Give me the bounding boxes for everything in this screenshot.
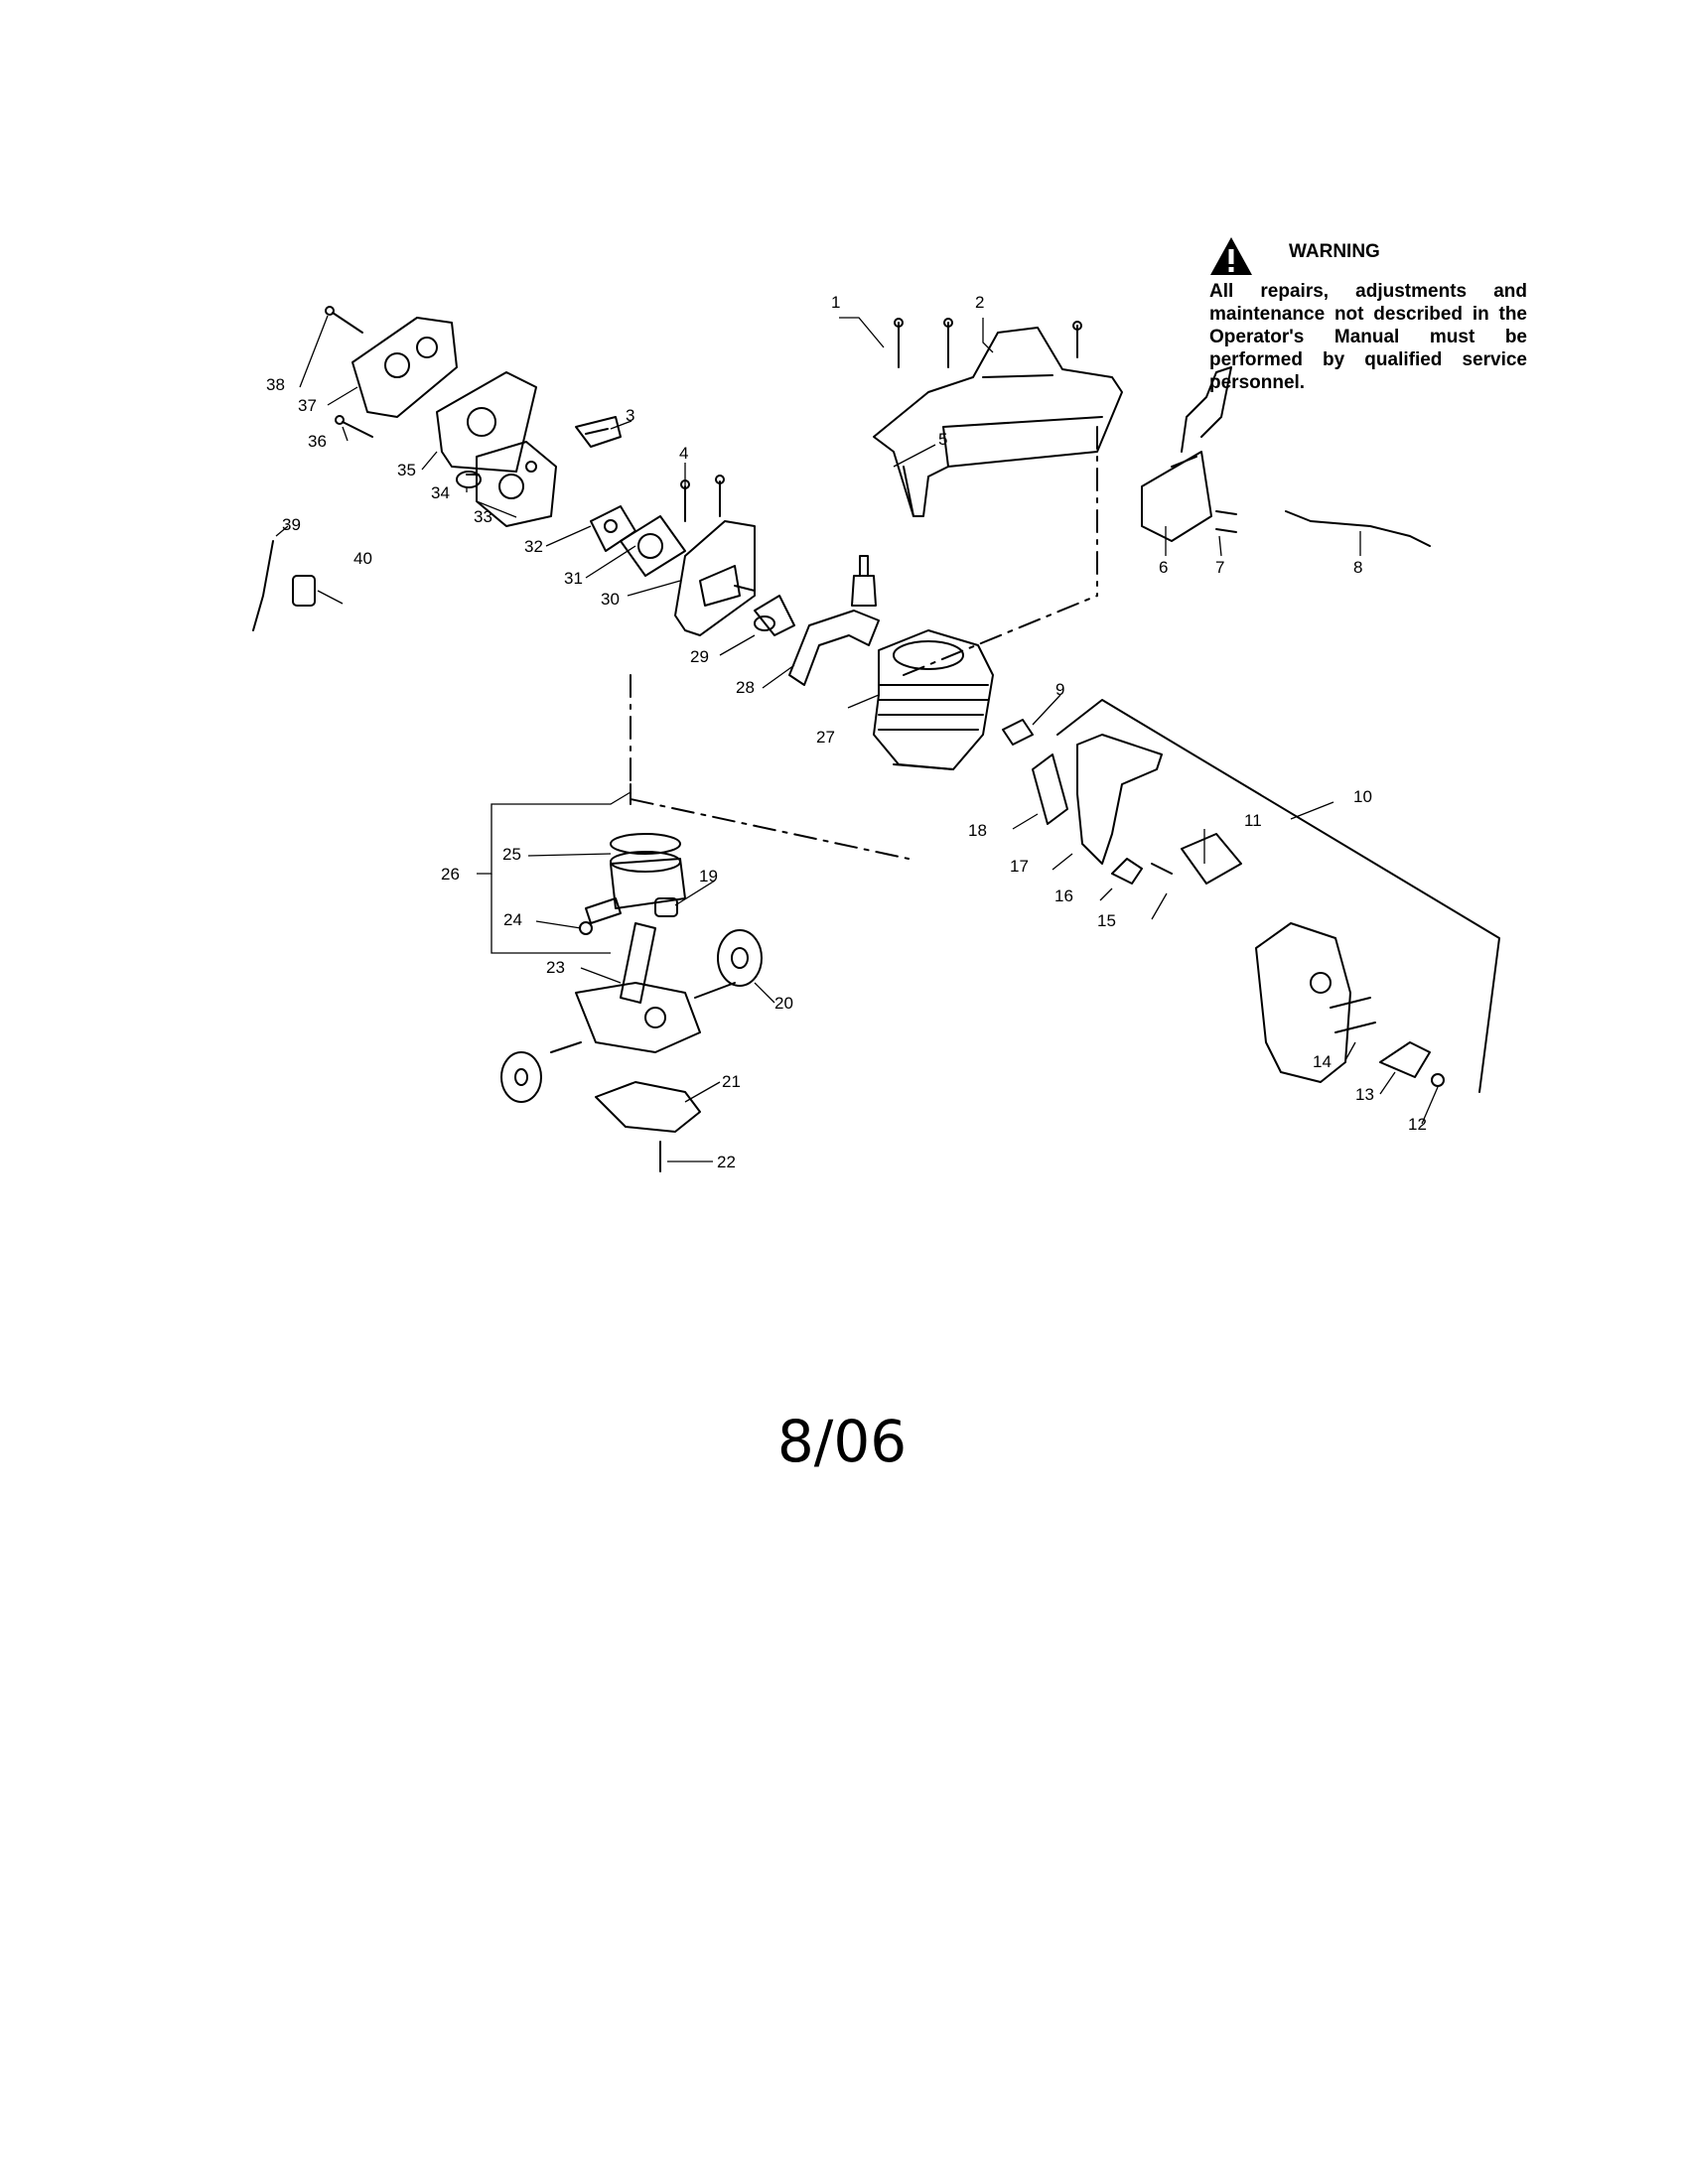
part-label-33: 33 — [474, 507, 492, 526]
spark-arrestor — [1181, 833, 1242, 885]
part-label-22: 22 — [717, 1153, 736, 1171]
muffler-nut — [1431, 1073, 1445, 1087]
part-label-17: 17 — [1010, 857, 1029, 876]
cover-screws — [894, 318, 1082, 368]
warning-header: WARNING — [1209, 236, 1527, 280]
part-label-28: 28 — [736, 678, 755, 697]
part-label-39: 39 — [282, 515, 301, 534]
part-label-9: 9 — [1055, 680, 1064, 699]
piston-pin — [585, 897, 622, 924]
part-label-23: 23 — [546, 958, 565, 977]
part-label-36: 36 — [308, 432, 327, 451]
pin-retainer — [579, 921, 593, 935]
part-label-1: 1 — [831, 293, 840, 312]
o-ring — [456, 471, 482, 488]
spark-plug — [851, 555, 877, 607]
part-label-18: 18 — [968, 821, 987, 840]
ignition-module — [1141, 366, 1232, 542]
top-cover — [873, 327, 1123, 517]
part-label-27: 27 — [816, 728, 835, 747]
part-label-4: 4 — [679, 444, 688, 463]
warning-triangle-icon — [1210, 237, 1252, 275]
muffler-bolts — [1330, 997, 1376, 1033]
muffler-screw — [1151, 863, 1173, 875]
part-label-37: 37 — [298, 396, 317, 415]
part-label-8: 8 — [1353, 558, 1362, 577]
part-label-29: 29 — [690, 647, 709, 666]
part-label-20: 20 — [774, 994, 793, 1013]
leader-lines — [275, 315, 1439, 1162]
part-label-16: 16 — [1054, 887, 1073, 905]
piston — [610, 851, 686, 909]
warning-text: All repairs, adjustments and maintenance… — [1209, 281, 1527, 393]
muffler-plate — [1111, 858, 1143, 885]
part-label-35: 35 — [397, 461, 416, 479]
intake-gaskets — [590, 505, 686, 577]
part-label-10: 10 — [1353, 787, 1372, 806]
part-label-3: 3 — [626, 406, 634, 425]
part-label-15: 15 — [1097, 911, 1116, 930]
heat-shield — [1076, 734, 1163, 865]
part-label-13: 13 — [1355, 1085, 1374, 1104]
warning-box: WARNING All repairs, adjustments and mai… — [1209, 236, 1527, 394]
adapter-screws — [680, 475, 725, 522]
crankshaft — [550, 922, 736, 1053]
muffler-assembly-outline — [1056, 699, 1500, 1093]
part-label-2: 2 — [975, 293, 984, 312]
part-labels: 1 2 3 4 5 6 7 8 9 10 11 12 13 14 15 16 1… — [266, 293, 1427, 1171]
cylinder-spacer — [1002, 719, 1034, 746]
part-label-6: 6 — [1159, 558, 1168, 577]
ground-wire — [1285, 510, 1431, 547]
part-label-19: 19 — [699, 867, 718, 886]
piston-ring — [610, 833, 681, 855]
part-label-38: 38 — [266, 375, 285, 394]
revision-date: 8/06 — [776, 1408, 908, 1475]
part-label-32: 32 — [524, 537, 543, 556]
crank-seal — [500, 1051, 542, 1103]
crankcase-cover — [595, 1081, 701, 1133]
part-label-30: 30 — [601, 590, 620, 609]
air-filter-housing — [351, 317, 537, 473]
mount-bracket — [788, 610, 880, 686]
choke-bracket — [575, 416, 622, 448]
part-label-31: 31 — [564, 569, 583, 588]
part-label-24: 24 — [503, 910, 522, 929]
warning-title: WARNING — [1289, 241, 1380, 262]
intake-adapter — [674, 520, 756, 636]
part-label-40: 40 — [353, 549, 372, 568]
intake-boot — [754, 595, 795, 636]
ignition-screws — [1215, 510, 1237, 533]
part-label-7: 7 — [1215, 558, 1224, 577]
exhaust-gasket — [1032, 753, 1068, 825]
muffler-cover — [1379, 1041, 1431, 1078]
muffler — [1255, 922, 1351, 1083]
part-label-12: 12 — [1408, 1115, 1427, 1134]
part-label-14: 14 — [1313, 1052, 1332, 1071]
filter-screws — [325, 306, 373, 438]
part-label-21: 21 — [722, 1072, 741, 1091]
fuel-filter — [292, 575, 316, 607]
part-label-34: 34 — [431, 483, 450, 502]
part-label-5: 5 — [938, 430, 947, 449]
part-label-11: 11 — [1244, 811, 1262, 830]
crank-bearing — [717, 929, 763, 987]
needle-bearing — [654, 897, 678, 917]
assembly-lines — [630, 426, 1098, 860]
fuel-line — [252, 540, 274, 631]
part-label-25: 25 — [502, 845, 521, 864]
cylinder — [873, 629, 994, 770]
part-label-26: 26 — [441, 865, 460, 884]
